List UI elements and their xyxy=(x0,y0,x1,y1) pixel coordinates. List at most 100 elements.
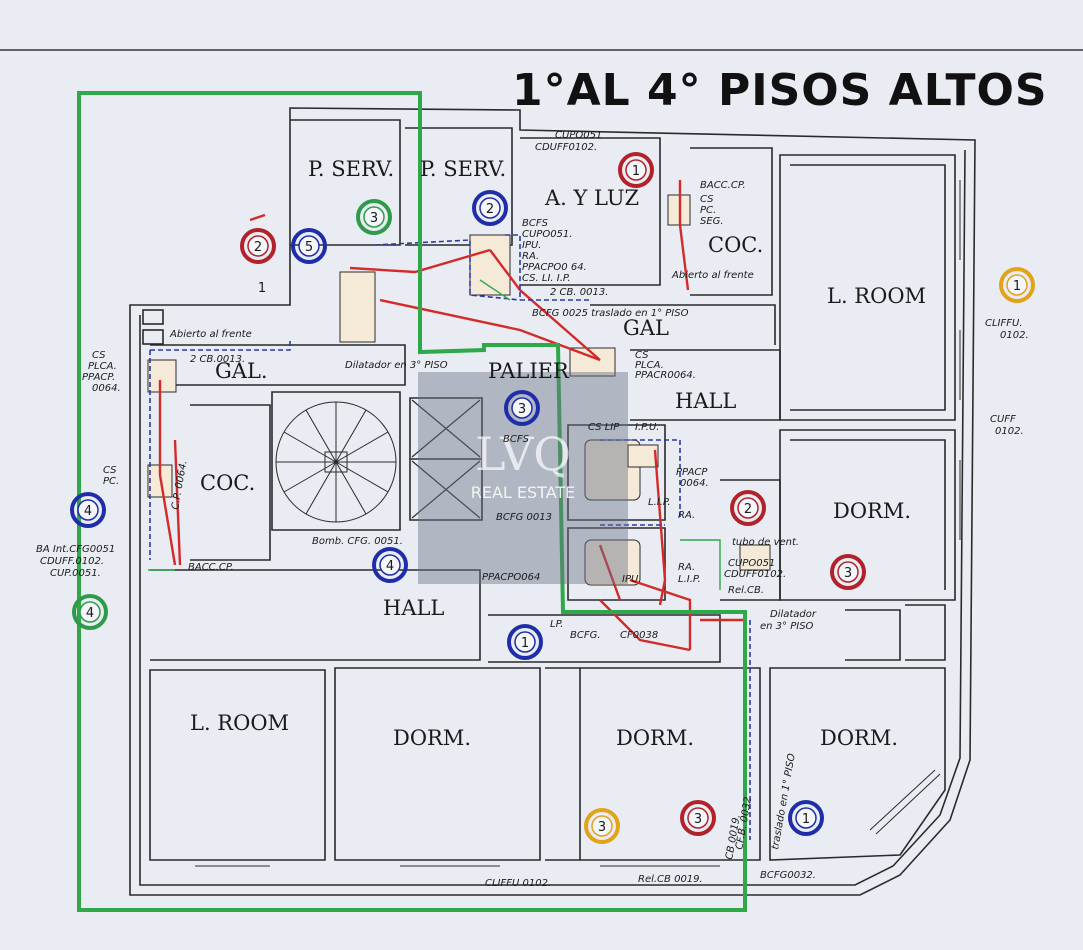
room-gal-left: GAL. xyxy=(215,359,268,383)
circuit-badge-2: 2 xyxy=(240,228,276,264)
elevator-shaft xyxy=(411,399,481,519)
note-bcfs-center: BCFS xyxy=(503,434,530,445)
room-dorm-1: DORM. xyxy=(393,726,471,750)
pipe-network-blue xyxy=(149,234,751,840)
note-dilatador-right-1: Dilatador xyxy=(770,609,817,620)
note-abierto-frente-top: Abierto al frente xyxy=(671,270,754,281)
circuit-badges: 1 2 5 1 3 2 1 3 4 4 4 2 3 1 3 3 1 xyxy=(70,152,1035,844)
note-bcfs-4: RA. xyxy=(522,251,539,262)
note-cf0038: CF0038 xyxy=(620,630,658,641)
note-seg-top: SEG. xyxy=(700,216,724,227)
note-relcb-right: Rel.CB. xyxy=(728,585,764,596)
note-bacc-cp-top: BACC.CP. xyxy=(700,180,746,191)
circuit-badge-number: 2 xyxy=(254,240,262,255)
room-p-serv-1: P. SERV. xyxy=(308,157,394,181)
note-cs-lip: CS LIP xyxy=(588,422,620,433)
note-cb0013-left: 2 CB.0013. xyxy=(190,354,245,365)
note-cuff-right-1: CUFF xyxy=(990,414,1016,425)
note-lp-mid: LP. xyxy=(550,619,563,630)
note-bcfs-2: CUPO051. xyxy=(522,229,572,240)
bath-fixtures xyxy=(147,194,771,586)
circuit-badge-3: 3 xyxy=(680,800,716,836)
pipe-network-green xyxy=(148,279,721,590)
note-bcfs-3: IPU. xyxy=(522,240,541,251)
note-pc-top: PC. xyxy=(700,205,716,216)
room-hall-right: HALL xyxy=(675,389,736,413)
circuit-badge-3: 3 xyxy=(830,554,866,590)
note-cliffu-bottom: CLIFFU 0102. xyxy=(485,878,551,889)
watermark-text: REAL ESTATE xyxy=(471,483,576,502)
highlight-outline xyxy=(77,91,747,912)
note-cliffu-right-1: CLIFFU. xyxy=(985,318,1023,329)
room-gal-top: GAL xyxy=(623,316,669,340)
room-dorm-2: DORM. xyxy=(616,726,694,750)
note-cs-plca-3: PPACR0064. xyxy=(635,370,696,381)
circuit-badge-number: 3 xyxy=(598,820,606,835)
note-ipu-mid: I.P.U. xyxy=(635,422,659,433)
building-walls xyxy=(129,107,976,896)
note-baint-3: CUP.0051. xyxy=(50,568,101,579)
circuit-badge-number: 4 xyxy=(386,559,394,574)
note-dilatador-right-2: en 3° PISO xyxy=(760,621,814,632)
circuit-badge-number: 1 xyxy=(258,281,266,296)
circuit-badge-5: 5 xyxy=(291,228,327,264)
note-ppacp-center-1: PPACP xyxy=(676,467,708,478)
room-dorm-right: DORM. xyxy=(833,499,911,523)
circuit-badge-number: 2 xyxy=(486,202,494,217)
annotation-notes: CUPO051 CDUFF0102. BACC.CP. CS PC. SEG. … xyxy=(36,130,1029,889)
circuit-badge-4: 4 xyxy=(72,594,108,630)
circuit-badge-1: 1 xyxy=(788,800,824,836)
note-bacc-cp-left: BACC.CP. xyxy=(188,562,234,573)
note-cliffu-right-2: 0102. xyxy=(1000,330,1029,341)
note-bcfs-6: CS. LI. I.P. xyxy=(522,273,571,284)
circuit-badge-4: 4 xyxy=(70,492,106,528)
room-coc-top: COC. xyxy=(708,233,763,257)
circuit-badge-number: 1 xyxy=(1013,279,1021,294)
note-traslado: BCFG 0025 traslado en 1° PISO xyxy=(532,308,689,319)
note-cs-left-3: PPACP. xyxy=(82,372,115,383)
note-tubo-vent: tubo de vent. xyxy=(732,537,799,548)
note-bomb: Bomb. CFG. 0051. xyxy=(312,536,403,547)
circuit-badge-1: 1 xyxy=(618,152,654,188)
circuit-badge-number: 3 xyxy=(694,812,702,827)
note-ra-lip-1: RA. xyxy=(678,562,695,573)
circuit-badge-number: 1 xyxy=(521,636,529,651)
circuit-badge-number: 4 xyxy=(86,606,94,621)
note-ipu-small: IPU. xyxy=(622,574,641,585)
circuit-badge-1: 1 xyxy=(507,624,543,660)
room-labels: P. SERV. P. SERV. A. Y LUZ COC. L. ROOM … xyxy=(190,157,926,750)
circuit-badge-3: 3 xyxy=(504,390,540,426)
note-cduff-right: CDUFF0102. xyxy=(724,569,786,580)
note-cs-plca-2: PLCA. xyxy=(635,360,664,371)
plan-title: 1°AL 4° PISOS ALTOS xyxy=(512,65,1048,116)
circuit-badge-1: 1 xyxy=(258,281,266,296)
circuit-badge-number: 5 xyxy=(305,240,313,255)
pipe-network-red xyxy=(158,180,747,840)
circuit-badge-number: 2 xyxy=(744,502,752,517)
room-a-y-luz: A. Y LUZ xyxy=(544,186,639,210)
watermark: LVQ REAL ESTATE xyxy=(418,372,628,584)
note-ra-lip-2: L.I.P. xyxy=(678,574,701,585)
note-cs-left-4: 0064. xyxy=(92,383,121,394)
note-bcfs-5: PPACPO0 64. xyxy=(522,262,587,273)
room-p-serv-2: P. SERV. xyxy=(420,157,506,181)
circuit-badge-1: 1 xyxy=(999,267,1035,303)
circuit-badge-number: 3 xyxy=(518,402,526,417)
note-cb0013-top: 2 CB. 0013. xyxy=(550,287,608,298)
note-bcfg-mid: BCFG. xyxy=(570,630,601,641)
room-coc-left: COC. xyxy=(200,471,255,495)
note-bcfs-1: BCFS xyxy=(522,218,549,229)
circuit-badge-number: 4 xyxy=(84,504,92,519)
room-hall-center: HALL xyxy=(383,596,444,620)
watermark-logo: LVQ xyxy=(475,427,571,481)
note-cs-plca-1: CS xyxy=(635,350,649,361)
room-palier: PALIER xyxy=(488,359,570,383)
note-baint-1: BA Int.CFG0051 xyxy=(36,544,115,555)
note-abierto-frente-left: Abierto al frente xyxy=(169,329,252,340)
note-cs-pc-left-2: PC. xyxy=(103,476,119,487)
note-ra-mid: RA. xyxy=(678,510,695,521)
circuit-badge-number: 3 xyxy=(370,211,378,226)
note-relcb-bottom: Rel.CB 0019. xyxy=(638,874,703,885)
note-cs-top: CS xyxy=(700,194,714,205)
